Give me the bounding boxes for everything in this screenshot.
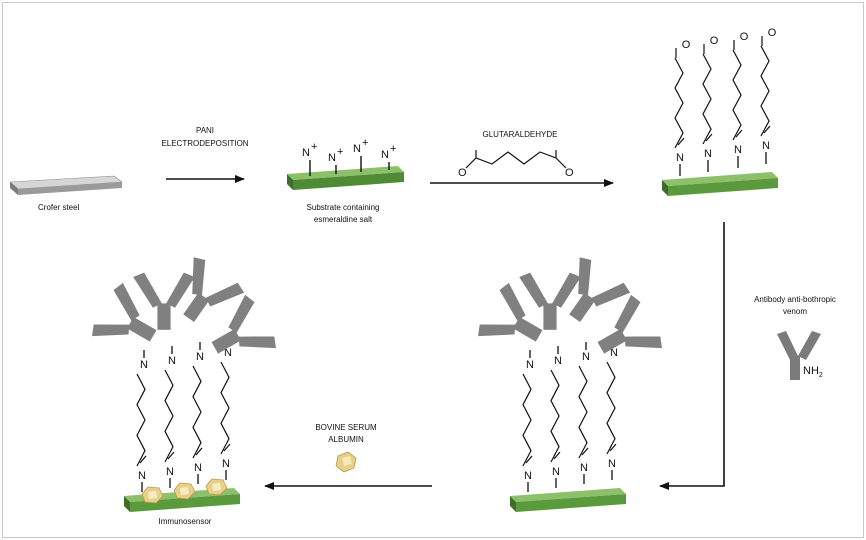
nitrogen-atom: N	[138, 470, 146, 482]
antibody-immobilized-substrate: N N N N N N N N	[478, 257, 662, 512]
antibody	[183, 257, 245, 323]
svg-text:+: +	[362, 137, 368, 149]
bsa-label-line1: BOVINE SERUM	[315, 423, 377, 432]
svg-text:N: N	[328, 152, 336, 164]
antibody	[597, 294, 662, 354]
glutaraldehyde-label: GLUTARALDEHYDE	[483, 130, 558, 139]
antibody-label-line2: venom	[783, 307, 807, 316]
nitrogen-atom: N	[552, 466, 560, 478]
nitrogen-atom: N	[676, 152, 684, 164]
esmeraldine-substrate	[287, 166, 404, 190]
n-plus-sites: N+ N+ N+ N+	[302, 137, 396, 176]
immunosensor: N N N N N N N N	[92, 257, 276, 512]
oxygen-atom: O	[740, 31, 749, 43]
bsa-molecule	[205, 478, 228, 496]
nitrogen-atom: N	[194, 462, 202, 474]
bsa-label-line2: ALBUMIN	[328, 435, 364, 444]
antibody	[211, 294, 276, 354]
nitrogen-atom: N	[734, 144, 742, 156]
svg-text:N: N	[302, 147, 310, 159]
antibody-label-line1: Antibody anti-bothropic	[754, 295, 836, 304]
nitrogen-atom: N	[608, 458, 616, 470]
svg-text:O: O	[565, 167, 574, 179]
svg-text:+: +	[311, 141, 317, 153]
alkyl-chain	[606, 361, 617, 455]
alkyl-chain	[164, 369, 175, 463]
substrate-label-line2: esmeraldine salt	[314, 215, 373, 224]
nitrogen-atom: N	[196, 351, 204, 363]
svg-text:+: +	[390, 143, 396, 155]
antibody-arrow	[659, 222, 725, 490]
green-substrate	[662, 172, 778, 196]
pani-label-line2: ELECTRODEPOSITION	[161, 139, 248, 148]
oxygen-atom: O	[768, 27, 777, 39]
nitrogen-atom: N	[140, 359, 148, 371]
nitrogen-atom: N	[582, 351, 590, 363]
pani-label-line1: PANI	[196, 126, 214, 135]
glutaraldehyde-structure	[465, 150, 567, 169]
nitrogen-atom: N	[554, 355, 562, 367]
nitrogen-atom: N	[166, 466, 174, 478]
nitrogen-atom: N	[526, 359, 534, 371]
nh2-label: NH2	[803, 365, 823, 379]
alkyl-chain	[192, 365, 203, 459]
antibody	[478, 282, 543, 342]
crofer-steel-label: Crofer steel	[38, 203, 80, 212]
nitrogen-atom: N	[168, 355, 176, 367]
nitrogen-atom: N	[222, 458, 230, 470]
aldehyde-functionalized-substrate: N O N O N O N O	[662, 27, 778, 196]
alkyl-chain	[702, 53, 713, 145]
substrate-label-line1: Substrate containing	[307, 203, 380, 212]
svg-text:N: N	[381, 149, 389, 161]
oxygen-atom: O	[682, 39, 691, 51]
oxygen-atom: O	[710, 35, 719, 47]
nitrogen-atom: N	[524, 470, 532, 482]
nitrogen-atom: N	[704, 148, 712, 160]
alkyl-chain	[550, 369, 561, 463]
svg-text:+: +	[337, 146, 343, 158]
antibody-legend-icon	[777, 331, 821, 380]
svg-text:N: N	[353, 143, 361, 155]
alkyl-chain	[136, 373, 147, 467]
bsa-molecule	[141, 486, 164, 504]
alkyl-chain	[674, 57, 685, 149]
nitrogen-atom: N	[610, 347, 618, 359]
alkyl-chain	[732, 49, 743, 141]
antibody	[92, 282, 157, 342]
nitrogen-atom: N	[762, 140, 770, 152]
alkyl-chain	[578, 365, 589, 459]
alkyl-chain	[522, 373, 533, 467]
crofer-steel-plate	[9, 175, 123, 195]
svg-text:O: O	[458, 167, 467, 179]
bsa-molecule	[173, 482, 196, 500]
antibody	[519, 272, 581, 330]
nitrogen-atom: N	[580, 462, 588, 474]
immunosensor-label: Immunosensor	[159, 517, 212, 526]
bsa-molecule-icon	[335, 451, 357, 473]
alkyl-chain	[220, 361, 231, 455]
green-substrate	[510, 488, 626, 512]
alkyl-chain	[760, 45, 771, 137]
antibody	[569, 257, 631, 323]
nitrogen-atom: N	[224, 347, 232, 359]
antibody	[133, 272, 195, 330]
